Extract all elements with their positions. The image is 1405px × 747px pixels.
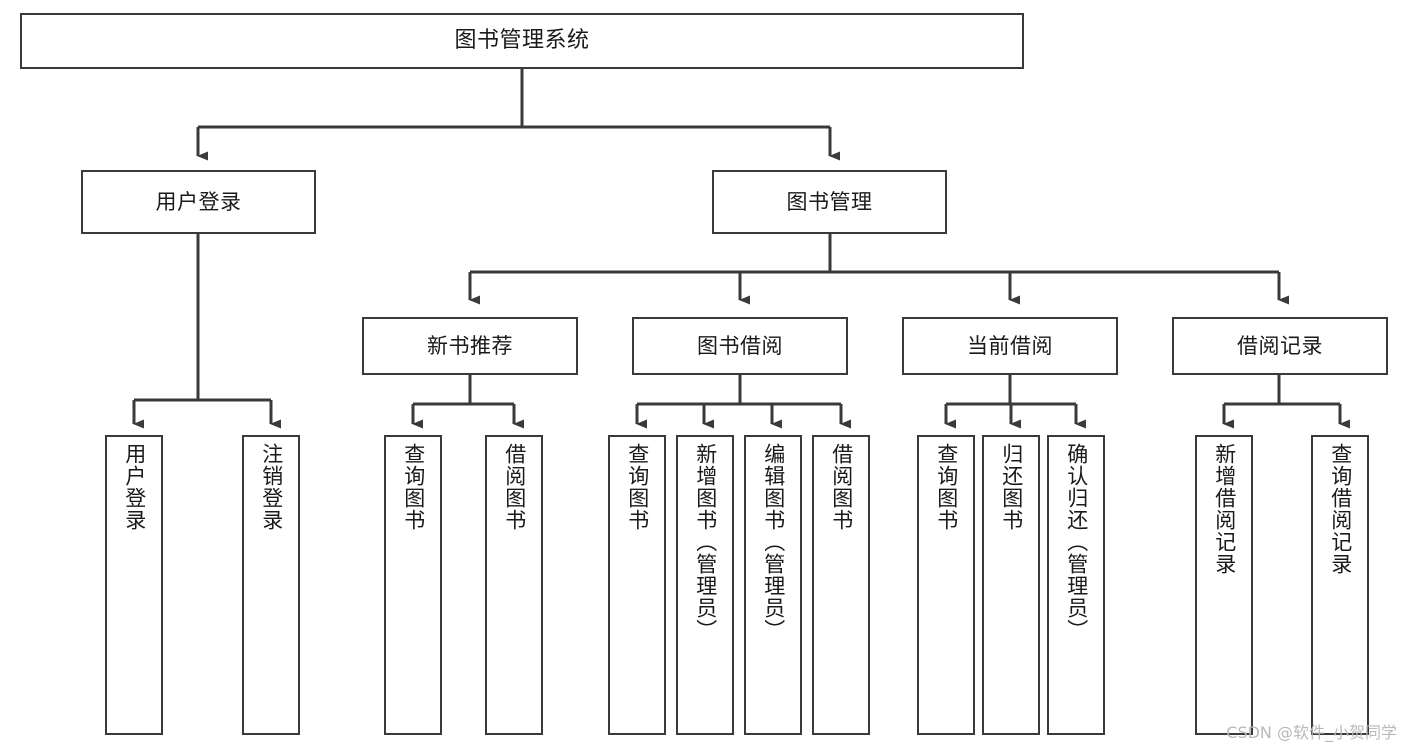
leaf-borrow-book-1-label: 借阅图书 [502,443,527,531]
node-book-borrow-label: 图书借阅 [697,333,783,358]
leaf-return-book-label: 归还图书 [999,443,1024,531]
leaf-borrow-book-2[interactable]: 借阅图书 [812,435,870,735]
leaf-query-book-2-label: 查询图书 [625,443,650,531]
watermark-text: CSDN @软件_小贺同学 [1226,723,1397,742]
leaf-borrow-book-2-label: 借阅图书 [829,443,854,531]
leaf-query-record-label: 查询借阅记录 [1328,443,1353,575]
leaf-edit-book-label: 编辑图书（管理员） [761,443,786,641]
node-user-login[interactable]: 用户登录 [81,170,316,234]
leaf-add-book-label: 新增图书（管理员） [693,443,718,641]
leaf-add-record-label: 新增借阅记录 [1212,443,1237,575]
node-root[interactable]: 图书管理系统 [20,13,1024,69]
leaf-borrow-book-1[interactable]: 借阅图书 [485,435,543,735]
leaf-query-record[interactable]: 查询借阅记录 [1311,435,1369,735]
leaf-user-login[interactable]: 用户登录 [105,435,163,735]
leaf-user-login-label: 用户登录 [122,443,147,531]
leaf-confirm-return[interactable]: 确认归还（管理员） [1047,435,1105,735]
node-new-book-rec[interactable]: 新书推荐 [362,317,578,375]
node-current-borrow[interactable]: 当前借阅 [902,317,1118,375]
leaf-return-book[interactable]: 归还图书 [982,435,1040,735]
leaf-logout[interactable]: 注销登录 [242,435,300,735]
leaf-add-book[interactable]: 新增图书（管理员） [676,435,734,735]
leaf-add-record[interactable]: 新增借阅记录 [1195,435,1253,735]
node-book-borrow[interactable]: 图书借阅 [632,317,848,375]
node-borrow-record-label: 借阅记录 [1237,333,1323,358]
node-root-label: 图书管理系统 [454,28,590,54]
node-new-book-rec-label: 新书推荐 [427,333,513,358]
leaf-query-book-3[interactable]: 查询图书 [917,435,975,735]
node-book-manage-label: 图书管理 [786,189,873,214]
leaf-query-book-2[interactable]: 查询图书 [608,435,666,735]
leaf-logout-label: 注销登录 [259,443,284,531]
leaf-edit-book[interactable]: 编辑图书（管理员） [744,435,802,735]
node-current-borrow-label: 当前借阅 [967,333,1053,358]
node-book-manage[interactable]: 图书管理 [712,170,947,234]
leaf-confirm-return-label: 确认归还（管理员） [1064,443,1089,641]
leaf-query-book-1-label: 查询图书 [401,443,426,531]
leaf-query-book-3-label: 查询图书 [934,443,959,531]
leaf-query-book-1[interactable]: 查询图书 [384,435,442,735]
node-borrow-record[interactable]: 借阅记录 [1172,317,1388,375]
node-user-login-label: 用户登录 [155,189,242,214]
